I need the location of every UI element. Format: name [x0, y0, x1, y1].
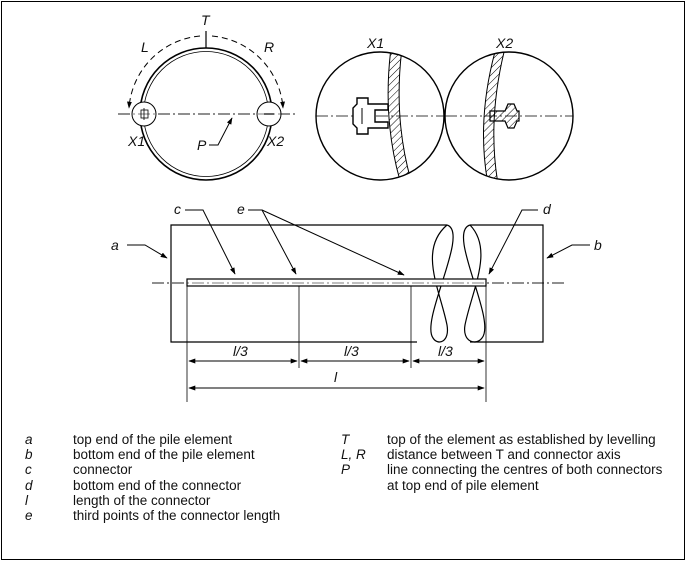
label-P: P: [197, 137, 207, 153]
label-T: T: [201, 12, 211, 28]
leader-e-2: [261, 209, 405, 276]
leader-d: [488, 209, 538, 275]
label-X2: X2: [266, 133, 284, 149]
legend-symbol: P: [341, 462, 351, 478]
legend-item: d bottom end of the connector: [25, 478, 280, 493]
label-e: e: [237, 201, 245, 217]
legend-text: top end of the pile element: [73, 432, 233, 447]
legend-item: e third points of the connector length: [25, 508, 280, 523]
label-third-3: l/3: [438, 343, 453, 359]
legend-text: length of the connector: [73, 492, 211, 508]
label-X1: X1: [127, 133, 145, 149]
label-third-2: l/3: [344, 343, 359, 359]
label-R: R: [264, 39, 274, 55]
legend-symbol: a: [25, 432, 33, 447]
detail-X2-circle: [444, 51, 574, 181]
label-L: L: [141, 39, 149, 55]
break-line-left: [430, 224, 454, 343]
legend-symbol: T: [341, 432, 350, 447]
legend-symbol: c: [25, 462, 32, 478]
P-leader: [209, 117, 233, 146]
label-d: d: [543, 201, 552, 217]
arc-L: [127, 35, 201, 109]
legend-item: b bottom end of the pile element: [25, 447, 280, 462]
leader-a: [127, 244, 168, 259]
legend-item: c connector: [25, 462, 280, 477]
pile-body-left: [170, 224, 447, 343]
detail-X2: X2: [444, 35, 574, 181]
label-b: b: [594, 237, 602, 253]
cross-section: T L R X1 X2 P: [118, 12, 298, 181]
legend-text: bottom end of the connector: [73, 477, 242, 493]
label-c: c: [174, 201, 181, 217]
legend-symbol: e: [25, 508, 33, 524]
legend-item: L, R distance between T and connector axi…: [341, 447, 667, 462]
label-length: l: [334, 369, 338, 385]
longitudinal-view: a b c e d: [111, 201, 602, 343]
detail-X1: X1: [315, 35, 445, 181]
label-X1-detail: X1: [366, 35, 384, 51]
leader-b: [546, 244, 590, 259]
detail-X1-circle: [315, 51, 445, 181]
legend-text: distance between T and connector axis: [387, 447, 621, 463]
arc-R: [211, 35, 285, 109]
label-third-1: l/3: [233, 343, 248, 359]
label-a: a: [111, 237, 119, 253]
legend-text: line connecting the centres of both conn…: [387, 462, 663, 493]
legend-text: top of the element as established by lev…: [387, 432, 656, 447]
break-line-right: [463, 224, 486, 343]
legend-text: bottom end of the pile element: [73, 447, 255, 463]
legend-text: connector: [73, 462, 133, 478]
pile-body-right: [470, 224, 544, 343]
legend-symbol: b: [25, 447, 33, 463]
leader-c: [185, 209, 236, 275]
legend-text: third points of the connector length: [73, 508, 281, 524]
legend-left: a top end of the pile element b bottom end…: [25, 432, 280, 523]
legend-item: l length of the connector: [25, 493, 280, 508]
legend-symbol: L, R: [341, 447, 366, 463]
dimensions: l/3 l/3 l/3 l: [186, 286, 487, 402]
label-X2-detail: X2: [495, 35, 513, 51]
legend-symbol: d: [25, 477, 33, 493]
legend-symbol: l: [25, 492, 28, 508]
leader-e-1: [248, 209, 297, 275]
connector-bar: [186, 278, 487, 287]
connector-X2-profile: [489, 103, 520, 129]
connector-X1-profile: [352, 97, 389, 135]
pile-wall-X1: [387, 52, 413, 180]
legend-item: a top end of the pile element: [25, 432, 280, 447]
